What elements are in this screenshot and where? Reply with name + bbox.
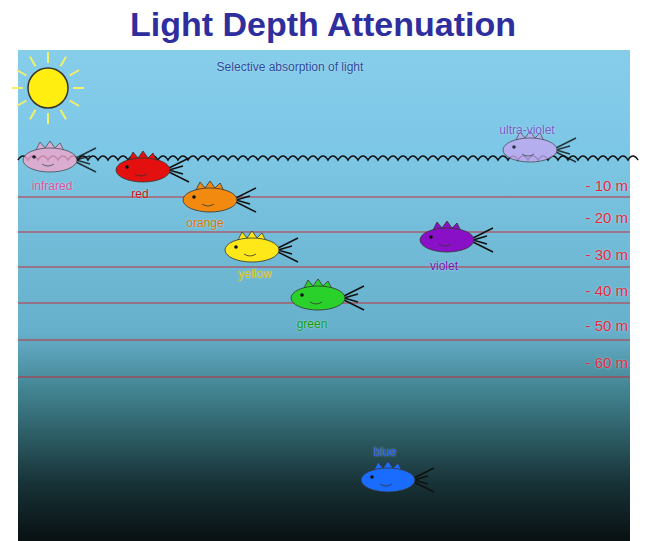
- depth-label: - 40 m: [585, 283, 628, 300]
- depth-line: [18, 196, 630, 197]
- sun-ray: [70, 70, 80, 76]
- sun-ray: [70, 101, 80, 107]
- depth-line: [18, 266, 630, 267]
- fish-body: [420, 228, 474, 252]
- fish-gill: [244, 254, 256, 256]
- sun-ray: [47, 113, 49, 124]
- depth-label: - 30 m: [585, 247, 628, 264]
- fish-gill: [439, 244, 451, 246]
- depth-label: - 60 m: [585, 355, 628, 372]
- fish-eye: [429, 235, 433, 239]
- color-label: infrared: [32, 180, 73, 193]
- color-label: green: [297, 318, 328, 331]
- sun-ray: [30, 57, 36, 67]
- fish-eye: [125, 165, 129, 169]
- fish-gill: [202, 204, 214, 206]
- color-label: violet: [430, 260, 458, 273]
- color-label: blue: [374, 446, 397, 459]
- fish-eye: [300, 293, 304, 297]
- heading-note: Selective absorption of light: [217, 61, 364, 74]
- depth-label: - 10 m: [585, 178, 628, 195]
- fish-body: [291, 286, 345, 310]
- fish: [420, 221, 493, 252]
- fish-gill: [522, 154, 534, 156]
- water: [18, 160, 630, 541]
- fish-gill: [310, 302, 322, 304]
- depth-label: - 50 m: [585, 318, 628, 335]
- fish-body: [225, 238, 279, 262]
- fish-gill: [42, 164, 54, 166]
- sun-ray: [12, 87, 23, 89]
- color-label: red: [131, 188, 148, 201]
- fish-eye: [32, 155, 36, 159]
- depth-label: - 20 m: [585, 210, 628, 227]
- sun-disc: [28, 68, 68, 108]
- sun-ray: [30, 110, 36, 120]
- fish-body: [116, 158, 170, 182]
- fish-eye: [512, 145, 516, 149]
- fish-eye: [370, 475, 374, 479]
- sun-ray: [61, 57, 67, 67]
- fish-eye: [234, 245, 238, 249]
- fish: [291, 279, 364, 310]
- depth-lines: [18, 197, 630, 377]
- sun: [12, 52, 84, 124]
- depth-line: [18, 339, 630, 340]
- fish-gill: [135, 174, 147, 176]
- fish: [183, 181, 256, 212]
- fish-group: [23, 131, 576, 492]
- fish-body: [503, 138, 557, 162]
- color-label: orange: [186, 217, 223, 230]
- fish: [116, 151, 189, 182]
- depth-line: [18, 376, 630, 377]
- color-label: ultra-violet: [499, 124, 554, 137]
- fish: [225, 231, 298, 262]
- fish: [361, 461, 434, 492]
- depth-line: [18, 231, 630, 232]
- sun-ray: [73, 87, 84, 89]
- sun-ray: [17, 101, 27, 107]
- sun-ray: [47, 52, 49, 63]
- sky: [18, 50, 630, 162]
- sun-ray: [17, 70, 27, 76]
- fish-body: [361, 468, 415, 492]
- sun-ray: [61, 110, 67, 120]
- title: Light Depth Attenuation: [130, 6, 516, 43]
- fish-body: [183, 188, 237, 212]
- fish-eye: [192, 195, 196, 199]
- fish: [23, 141, 96, 172]
- color-label: yellow: [238, 268, 271, 281]
- fish-gill: [380, 484, 392, 486]
- fish-body: [23, 148, 77, 172]
